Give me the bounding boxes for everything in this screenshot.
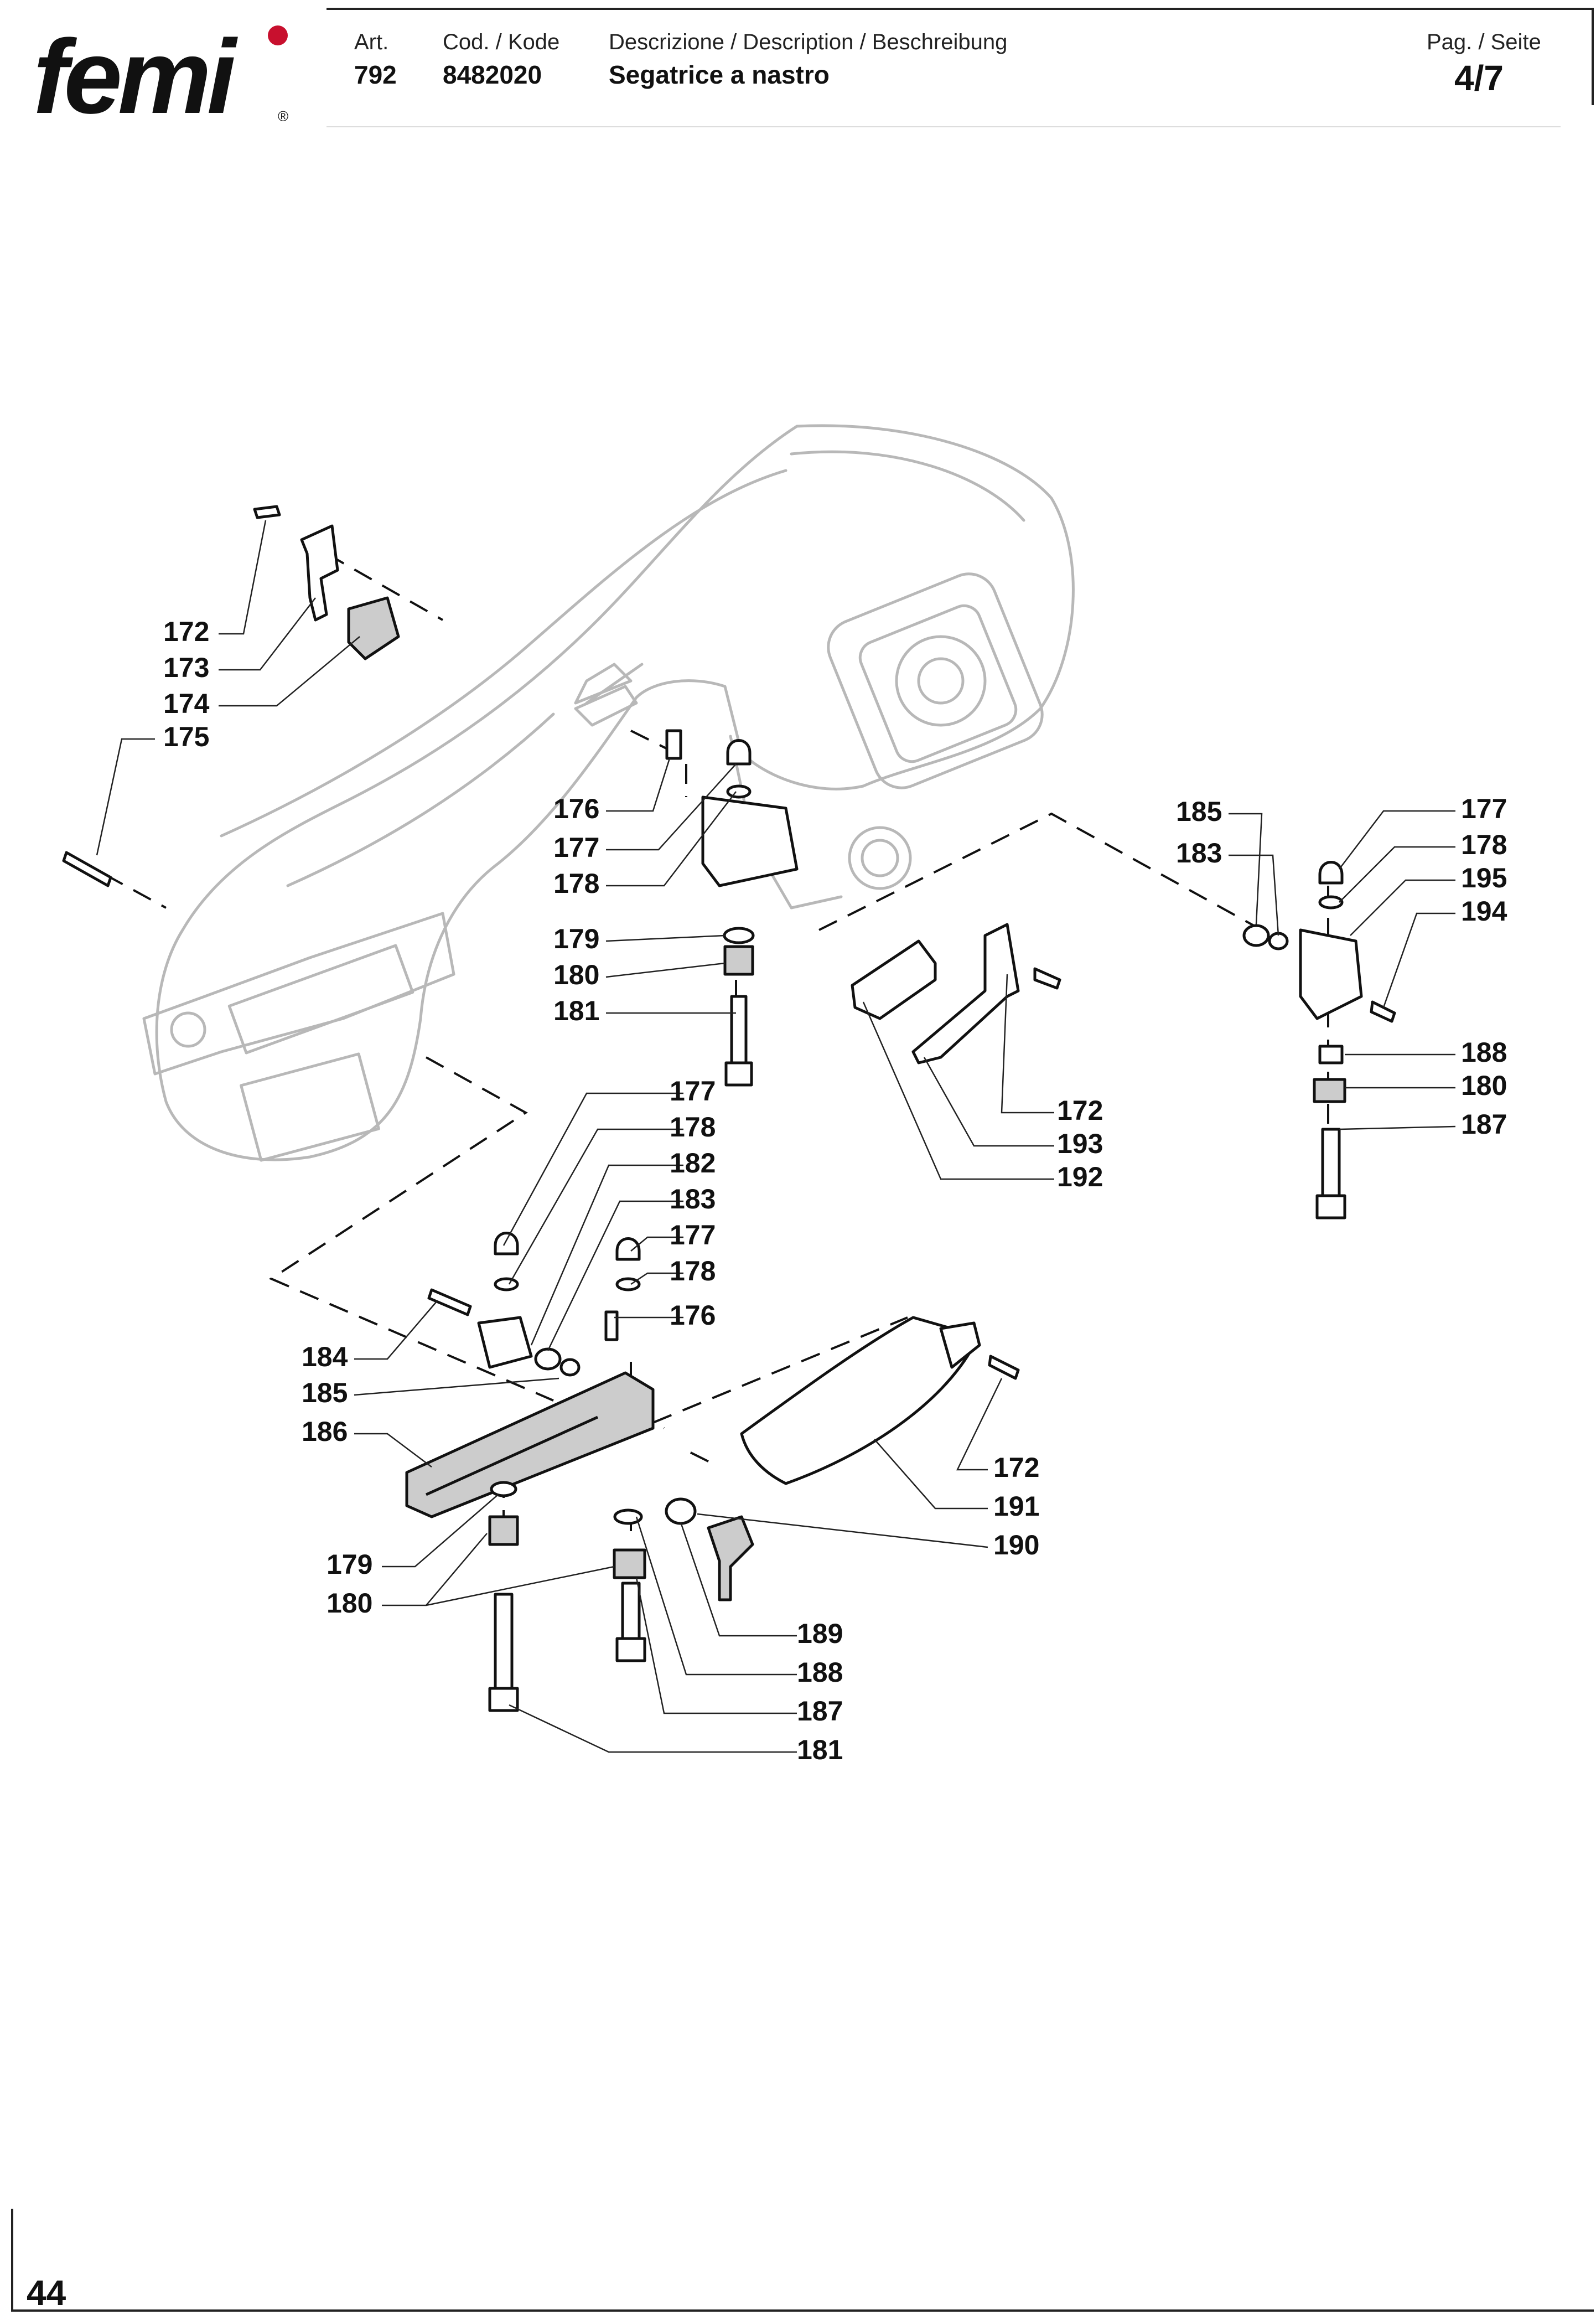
callout-178-a: 178 [553,868,599,899]
callout-178-c: 178 [670,1112,716,1143]
callout-187-a: 187 [1461,1109,1507,1140]
callout-183-a: 183 [1176,838,1222,869]
callout-188-a: 188 [1461,1037,1507,1068]
header-rule-right [1592,8,1594,105]
callout-183-b: 183 [670,1184,716,1215]
callout-193: 193 [1057,1128,1103,1159]
callout-186: 186 [302,1416,348,1447]
screw-175 [62,851,112,887]
assembly-lines [105,552,1329,1539]
footer-rule-bottom [11,2309,1594,2312]
callout-177-d: 177 [670,1219,716,1250]
callout-176-a: 176 [553,793,599,824]
callout-192: 192 [1057,1161,1103,1192]
callout-182: 182 [670,1148,716,1179]
callout-177-b: 177 [1461,793,1507,824]
callout-184: 184 [302,1341,348,1372]
callout-172-a: 172 [163,616,209,647]
guide-arm-bottom [405,1232,754,1712]
code-label: Cod. / Kode [443,30,560,54]
footer-rule-left [11,2209,13,2312]
callout-173: 173 [163,652,209,683]
femi-logo: femi ® [33,19,288,130]
description-value: Segatrice a nastro [609,60,830,89]
description-label: Descrizione / Description / Beschreibung [609,30,1008,54]
callout-177-a: 177 [553,832,599,863]
header-rule-top [327,8,1594,10]
callout-188-b: 188 [797,1657,843,1688]
callout-179-b: 179 [327,1549,372,1580]
callout-181-a: 181 [553,995,599,1026]
callout-195: 195 [1461,862,1507,893]
page-label: Pag. / Seite [1427,30,1541,54]
callout-180-c: 180 [327,1588,372,1619]
art-label: Art. [354,30,389,54]
direction-arrow-icon [574,663,633,705]
callout-180-a: 180 [553,959,599,990]
callout-187-b: 187 [797,1696,843,1727]
callout-labels: 172 173 174 175 176 177 178 179 180 181 … [163,616,1507,1765]
callout-172-b: 172 [1057,1095,1103,1126]
guide-block-center [665,729,799,1087]
callout-175: 175 [163,721,209,752]
callout-176-b: 176 [670,1300,716,1331]
callout-194: 194 [1461,896,1507,927]
callout-180-b: 180 [1461,1070,1507,1101]
logo-dot-icon [268,25,288,45]
callout-178-b: 178 [1461,829,1507,860]
callout-178-d: 178 [670,1255,716,1286]
svg-text:®: ® [278,108,288,125]
plate-192-193 [851,923,1061,1065]
callout-181-b: 181 [797,1734,843,1765]
callout-189: 189 [797,1618,843,1649]
bracket-top-left [253,505,400,660]
callout-174: 174 [163,688,210,719]
callout-172-c: 172 [993,1452,1039,1483]
leader-lines [96,520,1456,1753]
code-value: 8482020 [443,60,542,89]
callout-177-c: 177 [670,1076,716,1107]
callout-185-a: 185 [1176,796,1222,827]
callout-185-b: 185 [302,1377,348,1408]
guide-block-right [1242,861,1396,1219]
blade-guard-191 [740,1316,1020,1485]
page-number: 44 [27,2273,66,2313]
callout-179-a: 179 [553,923,599,954]
art-value: 792 [354,60,397,89]
page-value: 4/7 [1454,58,1504,98]
femi-logo-wordmark: femi [33,19,239,130]
header-rule-bottom [327,126,1561,127]
callout-190: 190 [993,1529,1039,1560]
callout-191: 191 [993,1491,1039,1522]
